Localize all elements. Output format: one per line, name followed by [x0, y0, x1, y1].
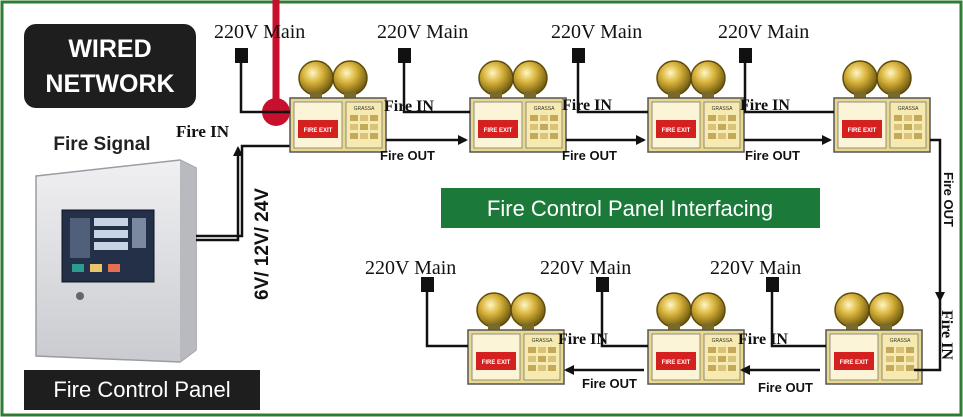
- emergency-light-unit: FIRE EXIT GRASSA: [467, 292, 565, 385]
- fire-signal-title: Fire Signal: [53, 134, 150, 155]
- fire-out-label: Fire OUT: [380, 148, 435, 163]
- lamp-icon: [478, 60, 514, 96]
- emergency-light-unit: FIRE EXIT GRASSA: [833, 60, 931, 153]
- lamp-icon: [656, 60, 692, 96]
- unit-brand-text: GRASSA: [532, 338, 554, 344]
- unit-brand-text: GRASSA: [898, 106, 920, 112]
- emergency-light-unit: FIRE EXIT GRASSA: [289, 60, 387, 153]
- main-220v-label: 220V Main: [551, 21, 642, 43]
- voltage-label: 6V/ 12V/ 24V: [252, 188, 273, 300]
- wired-network-badge: WIRED NETWORK: [24, 24, 196, 108]
- emergency-light-unit: FIRE EXIT GRASSA: [825, 292, 923, 385]
- unit-sign-text: FIRE EXIT: [484, 128, 513, 134]
- emergency-units: FIRE EXIT GRASSA FIRE EXIT GRASSA FIRE EXIT G…: [235, 48, 931, 385]
- main-220v-label: 220V Main: [540, 257, 631, 279]
- unit-brand-text: GRASSA: [712, 338, 734, 344]
- power-block-icon: [572, 48, 585, 63]
- main-220v-label: 220V Main: [214, 21, 305, 43]
- power-block-icon: [398, 48, 411, 63]
- unit-brand-text: GRASSA: [890, 338, 912, 344]
- panel-signal-wire: [196, 144, 290, 242]
- fire-out-vertical-label: Fire OUT: [941, 172, 956, 227]
- fire-in-label: Fire IN: [740, 97, 790, 114]
- badge-line1: WIRED: [68, 35, 151, 63]
- main-220v-label: 220V Main: [710, 257, 801, 279]
- emergency-light-unit: FIRE EXIT GRASSA: [469, 60, 567, 153]
- lamp-icon: [512, 60, 548, 96]
- lamp-icon: [656, 292, 692, 328]
- lamp-icon: [476, 292, 512, 328]
- lamp-icon: [842, 60, 878, 96]
- main-220v-label: 220V Main: [365, 257, 456, 279]
- wire: [743, 56, 834, 114]
- panel-caption-box: Fire Control Panel: [24, 370, 260, 410]
- lamp-icon: [510, 292, 546, 328]
- panel-caption: Fire Control Panel: [53, 377, 230, 402]
- fire-in-label: Fire IN: [738, 331, 788, 348]
- unit-sign-text: FIRE EXIT: [304, 128, 333, 134]
- center-title-box: Fire Control Panel Interfacing: [441, 188, 820, 228]
- power-block-icon: [766, 277, 779, 292]
- wire: [425, 285, 468, 348]
- wires: [239, 56, 945, 375]
- emergency-light-unit: FIRE EXIT GRASSA: [647, 60, 745, 153]
- power-block-icon: [596, 277, 609, 292]
- wire: [770, 285, 826, 348]
- power-block-icon: [421, 277, 434, 292]
- lamp-icon: [876, 60, 912, 96]
- main-220v-label: 220V Main: [377, 21, 468, 43]
- unit-brand-text: GRASSA: [354, 106, 376, 112]
- lamp-icon: [690, 292, 726, 328]
- lamp-icon: [332, 60, 368, 96]
- fire-out-label: Fire OUT: [758, 380, 813, 395]
- fire-in-vertical-label: Fire IN: [938, 310, 955, 360]
- unit-sign-text: FIRE EXIT: [482, 360, 511, 366]
- lamp-icon: [834, 292, 870, 328]
- unit-sign-text: FIRE EXIT: [662, 360, 691, 366]
- emergency-light-unit: FIRE EXIT GRASSA: [647, 292, 745, 385]
- center-title: Fire Control Panel Interfacing: [487, 196, 773, 221]
- fire-out-label: Fire OUT: [562, 148, 617, 163]
- unit-brand-text: GRASSA: [712, 106, 734, 112]
- lamp-icon: [298, 60, 334, 96]
- lamp-icon: [690, 60, 726, 96]
- unit-sign-text: FIRE EXIT: [848, 128, 877, 134]
- wire: [402, 56, 470, 114]
- lamp-icon: [868, 292, 904, 328]
- wire: [239, 56, 290, 114]
- wire: [576, 56, 648, 114]
- wire: [930, 138, 945, 302]
- unit-sign-text: FIRE EXIT: [840, 360, 869, 366]
- unit-sign-text: FIRE EXIT: [662, 128, 691, 134]
- fire-in-label: Fire IN: [562, 97, 612, 114]
- power-block-icon: [739, 48, 752, 63]
- fire-out-label: Fire OUT: [582, 376, 637, 391]
- first-fire-in-label: Fire IN: [176, 122, 230, 141]
- wire: [600, 285, 648, 348]
- red-signal-wire: [262, 0, 290, 126]
- fire-control-panel: [35, 159, 197, 363]
- fire-out-label: Fire OUT: [745, 148, 800, 163]
- wire: [914, 300, 942, 372]
- main-220v-label: 220V Main: [718, 21, 809, 43]
- badge-line2: NETWORK: [45, 70, 174, 98]
- unit-brand-text: GRASSA: [534, 106, 556, 112]
- power-block-icon: [235, 48, 248, 63]
- fire-in-label: Fire IN: [558, 331, 608, 348]
